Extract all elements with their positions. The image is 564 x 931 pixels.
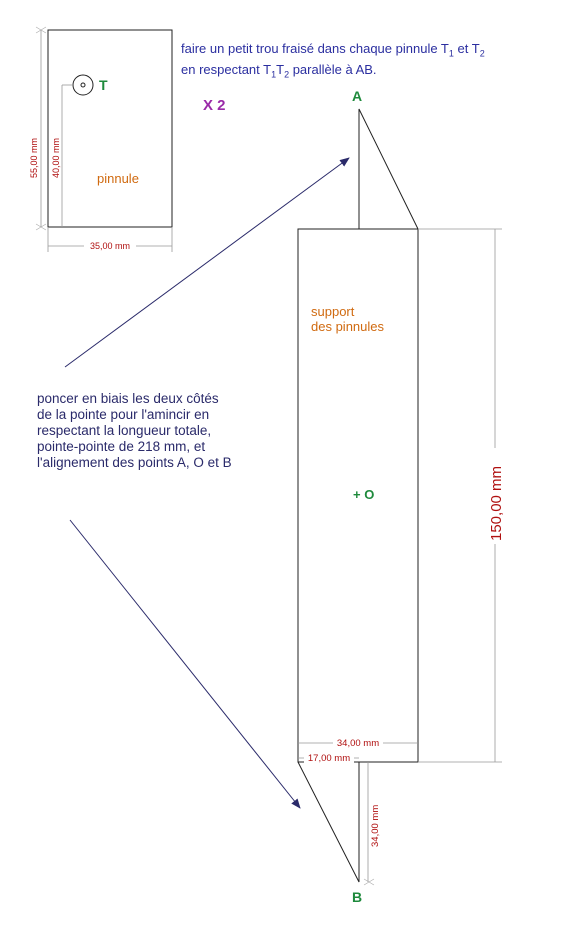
tip-b-outline: [297, 761, 360, 883]
dim-text-55: 55,00 mm: [29, 138, 39, 178]
dim-tick-bottom: [35, 223, 47, 231]
tip-a-outline: [358, 108, 419, 230]
instruction-line-2: en respectant T1T2 parallèle à AB.: [181, 61, 377, 80]
center-label-o: + O: [353, 487, 375, 502]
dim-text-150: 150,00 mm: [488, 466, 505, 541]
pinnule-label: pinnule: [97, 171, 139, 186]
support-outline: [297, 228, 419, 763]
pinnule-outline: [47, 29, 173, 228]
arrow-to-tip-a: [64, 157, 350, 368]
hole-circle: [72, 74, 94, 96]
support-label: support des pinnules: [311, 304, 384, 334]
quantity-label: X 2: [203, 97, 226, 114]
instruction-text: faire un petit trou fraisé dans chaque p…: [181, 41, 561, 82]
instruction-line-1: faire un petit trou fraisé dans chaque p…: [181, 41, 485, 59]
hole-label-t: T: [99, 77, 108, 93]
dim-text-17: 17,00 mm: [308, 753, 350, 764]
point-label-a: A: [352, 88, 363, 104]
dim-tick-top: [35, 26, 47, 34]
dim-text-40: 40,00 mm: [51, 138, 61, 178]
hole-center: [80, 82, 86, 88]
point-label-b: B: [352, 889, 363, 905]
dim-text-35: 35,00 mm: [90, 241, 130, 251]
dim-text-34: 34,00 mm: [337, 738, 379, 749]
dim-text-tip: 34,00 mm: [370, 805, 381, 847]
arrow-to-tip-b: [69, 519, 301, 809]
grind-note: poncer en biais les deux côtés de la poi…: [37, 391, 232, 470]
dim-tick-tip: [363, 878, 375, 886]
